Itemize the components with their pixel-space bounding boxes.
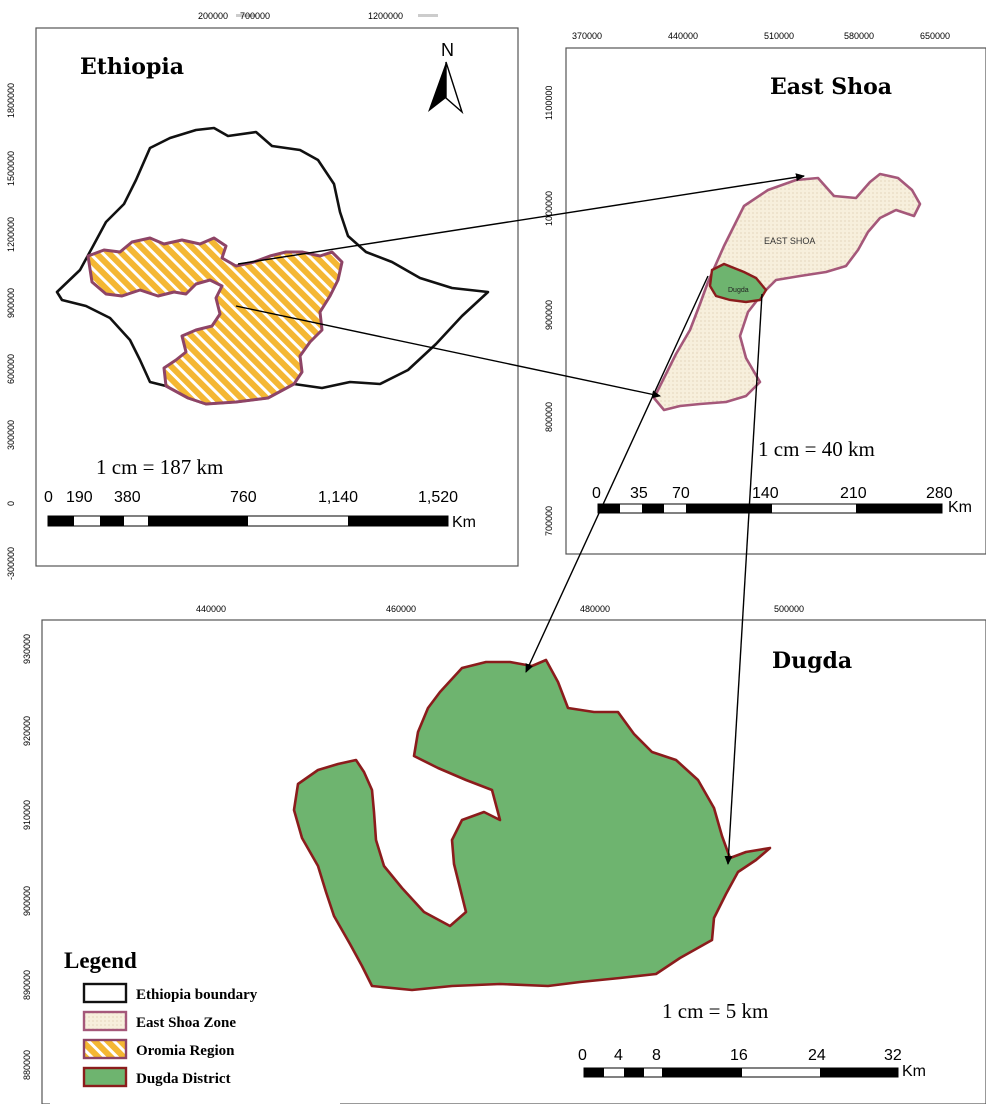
scale-tick: 32 [884, 1047, 902, 1064]
scale-tick: 190 [66, 489, 93, 506]
scale-tick: 0 [592, 485, 601, 502]
dugda-left-coords: 930000 920000 910000 900000 890000 88000… [22, 634, 32, 1080]
scale-tick: 0 [578, 1047, 587, 1064]
scale-tick: 1,520 [418, 489, 458, 506]
scale-unit: Km [452, 514, 476, 531]
dugda-inset-shape [708, 262, 768, 304]
coord-label: 200000 [198, 11, 228, 21]
dugda-title: Dugda [772, 648, 852, 674]
scale-tick: 4 [614, 1047, 623, 1064]
east-shoa-frame [565, 47, 986, 555]
legend-label: Ethiopia boundary [136, 987, 258, 1003]
coord-label: 650000 [920, 31, 950, 41]
scale-tick: 16 [730, 1047, 748, 1064]
coord-label: 880000 [22, 1050, 32, 1080]
scale-unit: Km [948, 499, 972, 516]
north-arrow-icon: N [428, 40, 464, 115]
east-shoa-top-coords: 370000 440000 510000 580000 650000 [572, 31, 950, 41]
east-shoa-zone-shape [652, 172, 922, 412]
dugda-inset-label: Dugda [728, 287, 749, 294]
scale-tick: 8 [652, 1047, 661, 1064]
coord-label: 480000 [580, 604, 610, 614]
coord-label: 700000 [240, 11, 270, 21]
legend: Legend Ethiopia boundary East Shoa Zone … [50, 942, 340, 1104]
coord-label: 900000 [22, 886, 32, 916]
coord-label: 700000 [544, 506, 554, 536]
scale-tick: 380 [114, 489, 141, 506]
coord-label: 900000 [6, 288, 16, 318]
coord-label: 440000 [196, 604, 226, 614]
coord-label: 910000 [22, 800, 32, 830]
legend-item-oromia: Oromia Region [82, 1038, 235, 1060]
connector-arrows [235, 173, 805, 865]
coord-label: 900000 [544, 300, 554, 330]
legend-swatch [82, 1010, 128, 1032]
coord-label: 1200000 [368, 11, 403, 21]
dugda-top-coords: 440000 460000 480000 500000 [196, 604, 804, 614]
arrow-oromia-to-eastshoa-bottom [235, 305, 661, 399]
coord-label: 300000 [6, 420, 16, 450]
scale-tick: 0 [44, 489, 53, 506]
coord-label: 0 [6, 501, 16, 506]
dugda-scale-bar: 0 4 8 16 24 32 Km [578, 1047, 926, 1080]
arrow-oromia-to-eastshoa-top [237, 173, 805, 265]
ethiopia-title: Ethiopia [80, 54, 184, 80]
coord-label: 920000 [22, 716, 32, 746]
ethiopia-left-coords: 1800000 1500000 1200000 900000 600000 30… [6, 83, 16, 580]
legend-item-dugda: Dugda District [82, 1066, 231, 1088]
dugda-district-shape [292, 658, 772, 992]
coord-label: 800000 [544, 402, 554, 432]
scale-tick: 35 [630, 485, 648, 502]
east-shoa-zone-label: EAST SHOA [764, 236, 815, 246]
coord-label: 500000 [774, 604, 804, 614]
coord-label: 580000 [844, 31, 874, 41]
legend-swatch [82, 1066, 128, 1088]
north-label: N [441, 40, 454, 60]
coord-label: 1200000 [6, 217, 16, 252]
legend-label: Oromia Region [136, 1043, 235, 1059]
scale-tick: 140 [752, 485, 779, 502]
coord-label: -300000 [6, 547, 16, 580]
ethiopia-top-coords: 200000 700000 1200000 [198, 11, 438, 21]
legend-item-east-shoa: East Shoa Zone [82, 1010, 236, 1032]
coord-label: 510000 [764, 31, 794, 41]
legend-item-ethiopia-boundary: Ethiopia boundary [82, 982, 258, 1004]
coord-label: 930000 [22, 634, 32, 664]
east-shoa-scale-ratio: 1 cm = 40 km [758, 437, 875, 461]
coord-label: 890000 [22, 970, 32, 1000]
scale-tick: 280 [926, 485, 953, 502]
scale-tick: 24 [808, 1047, 826, 1064]
arrow-eastshoa-to-dugda-right [724, 293, 763, 865]
scale-tick: 210 [840, 485, 867, 502]
coord-label: 600000 [6, 354, 16, 384]
coord-label: 460000 [386, 604, 416, 614]
coord-label: 1000000 [544, 191, 554, 226]
coord-label: 1800000 [6, 83, 16, 118]
ethiopia-scale-bar: 0 190 380 760 1,140 1,520 Km [44, 489, 476, 531]
ethiopia-panel: 200000 700000 1200000 1800000 1500000 12… [6, 11, 519, 580]
scale-tick: 1,140 [318, 489, 358, 506]
coord-label: 440000 [668, 31, 698, 41]
coord-label: 1100000 [544, 86, 554, 120]
arrow-eastshoa-to-dugda-left [525, 275, 709, 673]
scale-tick: 70 [672, 485, 690, 502]
oromia-region-shape [86, 236, 344, 406]
scale-tick: 760 [230, 489, 257, 506]
east-shoa-title: East Shoa [770, 74, 892, 100]
legend-label: Dugda District [136, 1071, 231, 1087]
legend-swatch [82, 982, 128, 1004]
legend-title: Legend [64, 948, 137, 973]
east-shoa-panel: 370000 440000 510000 580000 650000 11000… [544, 31, 986, 555]
scale-unit: Km [902, 1063, 926, 1080]
coord-label: 370000 [572, 31, 602, 41]
coord-label: 1500000 [6, 151, 16, 186]
east-shoa-left-coords: 1100000 1000000 900000 800000 700000 [544, 86, 554, 536]
legend-swatch [82, 1038, 128, 1060]
ethiopia-scale-ratio: 1 cm = 187 km [96, 455, 223, 479]
dugda-scale-ratio: 1 cm = 5 km [662, 999, 768, 1023]
east-shoa-scale-bar: 0 35 70 140 210 280 Km [592, 485, 972, 516]
legend-label: East Shoa Zone [136, 1015, 236, 1031]
